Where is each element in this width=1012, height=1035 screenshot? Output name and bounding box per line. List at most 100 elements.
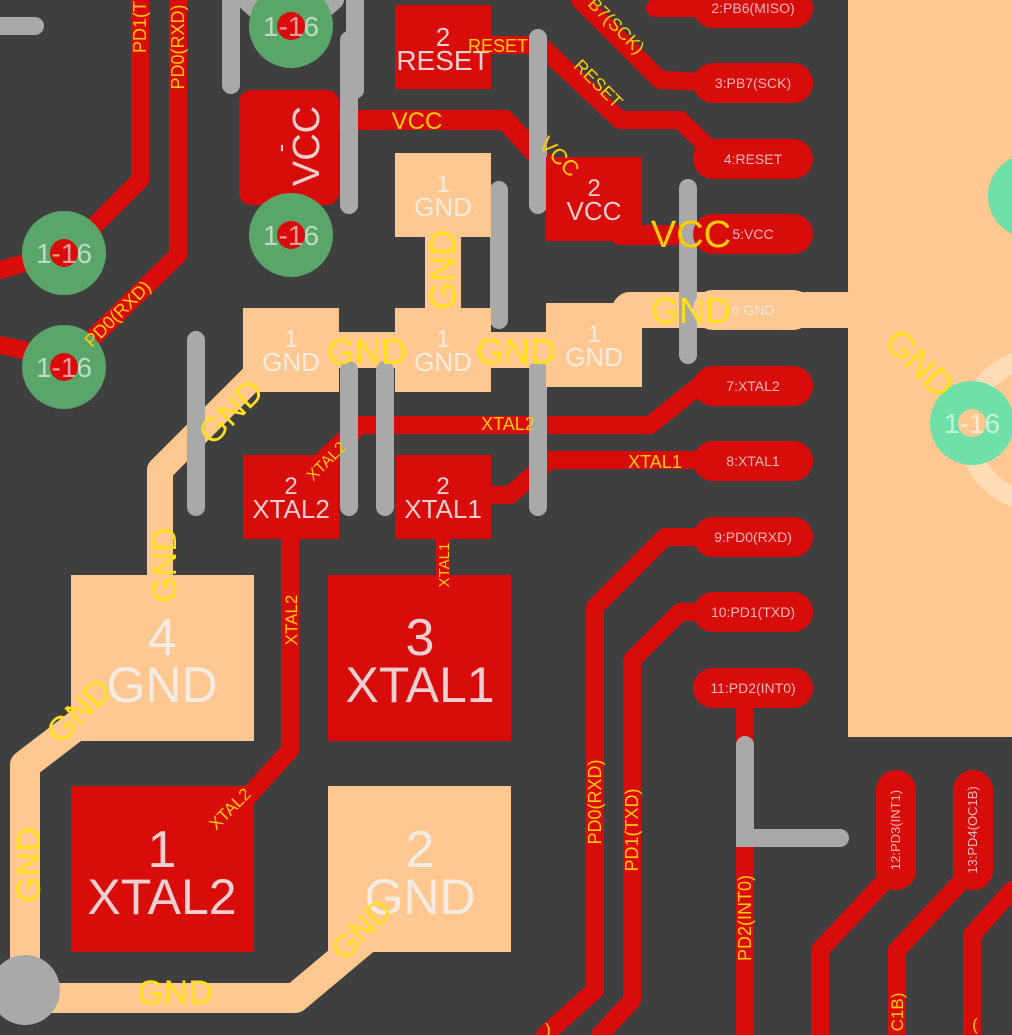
mount-hole-silk <box>0 955 60 1025</box>
gnd-pad-mid[interactable] <box>395 308 491 392</box>
pad-net: GND <box>414 192 472 222</box>
trace-label: PD0(RXD) <box>168 4 188 89</box>
vcc-pad-vertical[interactable] <box>239 90 339 205</box>
mcu-pin[interactable] <box>693 592 813 632</box>
pin-label: 8:XTAL1 <box>726 453 780 469</box>
pad-net: XTAL2 <box>87 869 236 925</box>
pin-label: 6:GND <box>732 302 775 318</box>
pin-label: 7:XTAL2 <box>726 378 780 394</box>
pin-label: 5:VCC <box>732 226 773 242</box>
pad-number: 1 <box>436 171 449 198</box>
mcu-pin[interactable] <box>693 139 813 179</box>
pad-number: - <box>265 144 295 153</box>
vias <box>22 0 1012 465</box>
mcu-pin[interactable] <box>693 668 813 708</box>
pad-net: GND <box>565 342 623 372</box>
trace-label: XTAL1 <box>628 452 682 472</box>
gnd-label: GND <box>422 230 463 310</box>
mcu-pin[interactable] <box>693 441 813 481</box>
pad-number: 3 <box>406 609 435 667</box>
pin-label: 12:PD3(INT1) <box>888 790 903 870</box>
pad-labels: 2 RESET - VCC 1 GND 2 VCC 1 GND 1 GND 1 … <box>87 22 622 925</box>
vcc-pad-right[interactable] <box>546 157 642 241</box>
crystal-pad-2[interactable] <box>328 786 511 952</box>
pads <box>71 5 642 952</box>
mcu-pins <box>693 0 993 890</box>
gnd-pad-left[interactable] <box>243 308 339 392</box>
pad-net: RESET <box>396 45 489 76</box>
pin-label: 3:PB7(SCK) <box>715 75 791 91</box>
trace-label: ( <box>972 1015 978 1034</box>
pin-label: 11:PD2(INT0) <box>710 680 795 696</box>
via-label: 1-16 <box>263 220 319 251</box>
gnd-pad-right[interactable] <box>546 303 642 387</box>
via[interactable] <box>249 0 333 68</box>
pad-number: 4 <box>148 609 177 667</box>
mcu-pin[interactable] <box>953 770 993 890</box>
trace-label: VCC <box>651 214 731 256</box>
mcu-pin[interactable] <box>693 63 813 103</box>
pin-label: 2:PB6(MISO) <box>711 0 794 16</box>
trace-label: PD0(RXD) <box>585 759 605 844</box>
pad-net: VCC <box>567 196 622 226</box>
gnd-label: GND <box>10 827 48 903</box>
pin-label: 9:PD0(RXD) <box>714 529 792 545</box>
trace-label: XTAL1 <box>436 543 453 588</box>
pad-net: XTAL1 <box>404 494 482 524</box>
trace-label: VCC <box>392 108 443 135</box>
gnd-label: GND <box>146 527 184 603</box>
mcu-pin[interactable] <box>693 517 813 557</box>
trace-label: RESET <box>468 36 528 56</box>
trace-label: ) <box>545 1020 551 1035</box>
pin-label: 13:PD4(OC1B) <box>965 786 980 873</box>
trace-label: PD2(INT0) <box>735 875 755 961</box>
crystal-pad-1[interactable] <box>71 786 254 952</box>
via[interactable] <box>930 381 1012 465</box>
gnd-label: GND <box>137 974 213 1012</box>
pin-label: 10:PD1(TXD) <box>711 604 795 620</box>
reset-pad[interactable] <box>395 5 491 89</box>
pin-label: 4:RESET <box>724 151 783 167</box>
crystal-pad-4[interactable] <box>71 575 254 741</box>
gnd-label: GND <box>327 331 407 372</box>
trace-label: XTAL2 <box>481 414 535 434</box>
pad-number: 2 <box>436 22 450 52</box>
trace-label: C1B) <box>888 993 907 1032</box>
pad-number: 1 <box>284 326 297 353</box>
via[interactable] <box>988 154 1012 238</box>
gnd-label: GND <box>651 290 731 331</box>
gnd-label: GND <box>476 331 556 372</box>
pad-number: 1 <box>587 321 600 348</box>
pad-number: 2 <box>406 821 435 879</box>
xtal1-pad-small[interactable] <box>395 455 491 539</box>
pad-number: 2 <box>436 473 449 500</box>
xtal2-pad-small[interactable] <box>243 455 339 539</box>
trace-label: PD1(T <box>130 1 150 53</box>
mcu-pin[interactable] <box>876 770 916 890</box>
mcu-pin-labels: 2:PB6(MISO) 3:PB7(SCK) 4:RESET 5:VCC 6:G… <box>710 0 980 874</box>
mcu-pin[interactable] <box>693 290 813 330</box>
gnd-pour <box>848 0 1012 737</box>
crystal-pad-3[interactable] <box>328 575 511 741</box>
via[interactable] <box>22 211 106 295</box>
pad-net: GND <box>414 347 472 377</box>
via[interactable] <box>22 325 106 409</box>
via-label: 1-16 <box>263 11 319 42</box>
pad-net: GND <box>364 869 475 925</box>
pad-number: 1 <box>148 821 177 879</box>
gnd-pad-top[interactable] <box>395 153 491 237</box>
pad-number: 2 <box>284 473 297 500</box>
pad-net: XTAL2 <box>252 494 330 524</box>
mcu-pin[interactable] <box>693 214 813 254</box>
pad-net: VCC <box>286 106 328 186</box>
pad-number: 2 <box>587 175 600 202</box>
via-label: 1-16 <box>944 408 1000 439</box>
pad-net: XTAL1 <box>345 657 494 713</box>
via-label: 1-16 <box>36 238 92 269</box>
mcu-pin[interactable] <box>693 366 813 406</box>
trace-label: PD1(TXD) <box>622 788 642 871</box>
via[interactable] <box>249 193 333 277</box>
pad-net: GND <box>106 657 217 713</box>
mcu-pin[interactable] <box>693 0 813 28</box>
